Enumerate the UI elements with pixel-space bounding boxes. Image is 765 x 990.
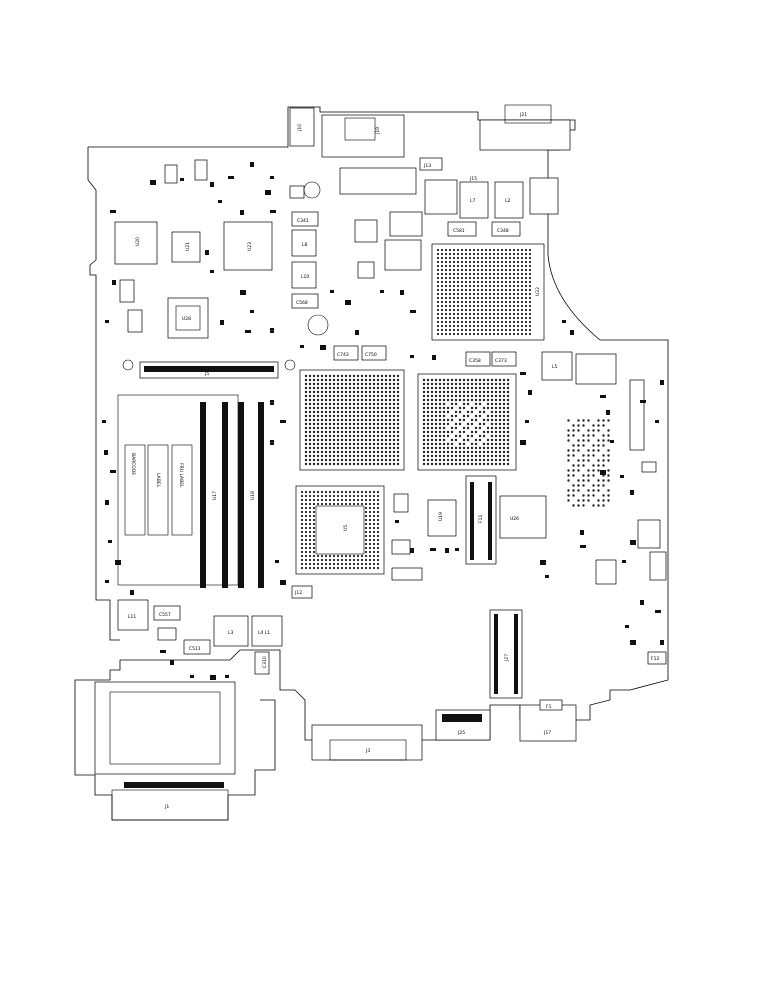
svg-text:J15: J15 — [469, 176, 477, 182]
svg-text:U22: U22 — [535, 287, 541, 296]
bga-U17-balls — [304, 374, 400, 466]
inductor-L3 — [213, 615, 249, 647]
via-field — [567, 419, 610, 507]
cap-C581 — [447, 221, 477, 237]
label-J13: J13 — [423, 163, 431, 169]
cap-C557 — [153, 605, 181, 621]
svg-text:U28: U28 — [182, 316, 191, 322]
svg-text:U23: U23 — [247, 242, 253, 251]
svg-text:U21: U21 — [185, 242, 191, 251]
svg-text:J5: J5 — [204, 371, 209, 377]
label-J19: J19 — [375, 127, 381, 135]
svg-text:C341: C341 — [297, 218, 309, 224]
inductor-L7 — [459, 181, 489, 219]
cap-C743 — [333, 345, 359, 361]
svg-text:J27: J27 — [504, 654, 510, 662]
cap-C511 — [183, 639, 211, 655]
svg-text:U5: U5 — [343, 525, 349, 531]
cap-C373 — [491, 351, 517, 367]
svg-text:C511: C511 — [189, 646, 201, 652]
svg-text:F1: F1 — [546, 704, 552, 710]
connector-J3 — [311, 724, 423, 761]
svg-text:J1: J1 — [164, 804, 169, 810]
card-slot — [94, 681, 236, 775]
svg-text:F11: F11 — [478, 515, 484, 523]
inductor-L4-L1 — [251, 615, 283, 647]
svg-text:C750: C750 — [365, 352, 377, 358]
inductor-L11 — [117, 599, 149, 631]
cap-C750 — [361, 345, 387, 361]
svg-text:J25: J25 — [457, 730, 465, 736]
dimm-slot-3 — [238, 402, 244, 588]
fuse-F1 — [539, 699, 563, 711]
bga-U5 — [295, 485, 385, 575]
svg-text:L5: L5 — [552, 364, 558, 370]
inductor-L2 — [494, 181, 524, 219]
connector-J21 — [479, 119, 571, 151]
svg-text:C568: C568 — [296, 300, 308, 306]
svg-text:U17: U17 — [212, 491, 218, 500]
connector-J13 — [419, 157, 443, 171]
label-J10: J10 — [297, 124, 303, 132]
svg-text:FRU LABEL: FRU LABEL — [178, 463, 184, 488]
svg-text:C743: C743 — [337, 352, 349, 358]
svg-text:F12: F12 — [651, 656, 659, 662]
svg-text:C358: C358 — [469, 358, 481, 364]
svg-text:C310: C310 — [262, 656, 268, 668]
smd-components — [102, 162, 664, 680]
svg-text:J17: J17 — [543, 730, 551, 736]
fuse-F12 — [647, 651, 667, 665]
svg-text:L10: L10 — [301, 274, 309, 280]
svg-text:BARCODE: BARCODE — [130, 453, 136, 475]
cap-C358 — [465, 351, 491, 367]
svg-text:U26: U26 — [510, 516, 519, 522]
bga-U18 — [417, 373, 517, 471]
svg-text:J12: J12 — [294, 590, 302, 596]
cap-C310 — [254, 651, 270, 675]
cap-C341 — [291, 211, 319, 227]
label-J21: J21 — [519, 112, 527, 118]
svg-text:L11: L11 — [128, 614, 136, 620]
svg-text:C373: C373 — [495, 358, 507, 364]
svg-text:C348: C348 — [497, 228, 509, 234]
svg-text:L2: L2 — [505, 198, 511, 204]
svg-text:J3: J3 — [365, 748, 370, 754]
svg-text:L4 L1: L4 L1 — [258, 630, 270, 636]
connector-J19 — [321, 114, 405, 158]
dimm-slot-1 — [200, 402, 206, 588]
ic-U23 — [223, 221, 273, 271]
bga-U5-balls — [300, 490, 380, 570]
inductor-L8 — [291, 229, 317, 257]
svg-text:C581: C581 — [453, 228, 465, 234]
svg-text:LABEL: LABEL — [155, 473, 161, 488]
connector-J17 — [519, 704, 577, 742]
ic-U28 — [167, 297, 209, 339]
svg-text:L7: L7 — [470, 198, 476, 204]
bga-U17 — [299, 369, 405, 471]
sodimm-area — [117, 394, 239, 586]
bga-U18-balls — [422, 378, 510, 466]
connector-J1 — [111, 789, 229, 821]
svg-text:U19: U19 — [438, 512, 444, 521]
connector-J10 — [289, 107, 315, 147]
svg-text:C557: C557 — [159, 612, 171, 618]
svg-text:L8: L8 — [302, 242, 308, 248]
cap-C568 — [291, 293, 319, 309]
fuse-F11 — [641, 461, 657, 473]
bga-U22-balls — [436, 248, 532, 336]
svg-text:U20: U20 — [135, 237, 141, 246]
svg-text:U18: U18 — [250, 491, 256, 500]
ic-U20 — [114, 221, 158, 265]
inductor-L5 — [541, 351, 573, 381]
bga-U22 — [431, 243, 545, 341]
cap-C348 — [491, 221, 521, 237]
ic-U21 — [171, 231, 201, 263]
connector-J12 — [291, 585, 313, 599]
dimm-slot-2 — [222, 402, 228, 588]
svg-text:L3: L3 — [228, 630, 234, 636]
inductor-L10 — [291, 261, 317, 289]
dimm-slot-4 — [258, 402, 264, 588]
